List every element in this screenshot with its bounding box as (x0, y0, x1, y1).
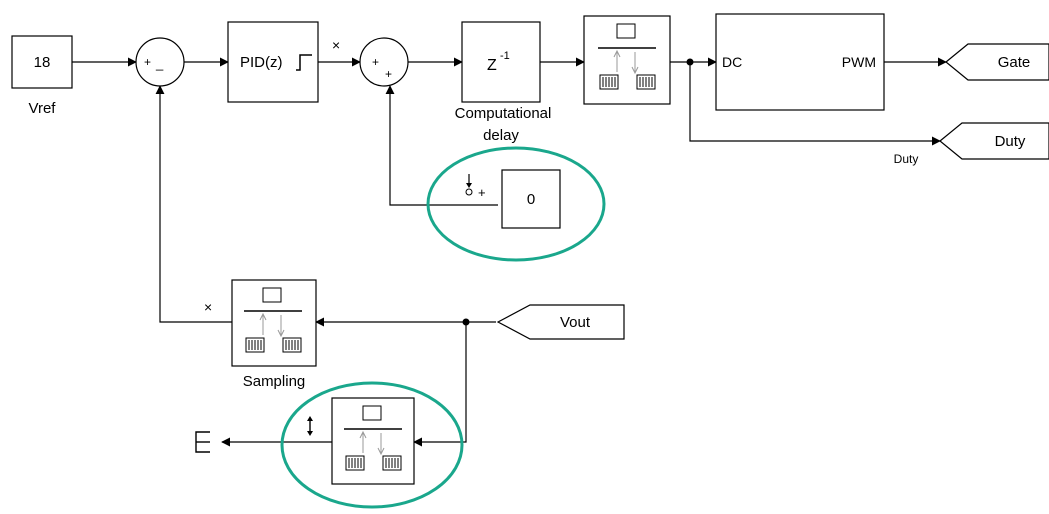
sum1-sign-top: + (144, 55, 151, 69)
rate-transition-icon (344, 405, 402, 471)
saturation-icon (296, 54, 312, 71)
zero-constant-block[interactable] (501, 169, 561, 229)
signal-lines (72, 57, 947, 447)
computational-delay-block[interactable] (461, 21, 541, 103)
delay-caption-line2: delay (483, 127, 519, 144)
pwm-output-label: PWM (842, 54, 876, 70)
bidirectional-arrow-icon (465, 174, 473, 196)
sum2-block[interactable] (359, 37, 409, 87)
goto-gate-label: Gate (998, 54, 1031, 71)
vref-caption: Vref (29, 100, 57, 117)
branch-point-duty (686, 58, 694, 66)
delay-exponent: -1 (500, 50, 510, 62)
highlight-ellipse-zero-constant (426, 146, 606, 262)
sum2-sign-bottom: + (385, 67, 392, 81)
zero-value: 0 (527, 191, 535, 208)
from-vout-label: Vout (560, 314, 591, 331)
from-vout-tag[interactable] (496, 304, 625, 340)
sum1-block[interactable] (135, 37, 185, 87)
terminator-icon[interactable] (195, 431, 210, 453)
rate-transition-icon (598, 23, 656, 90)
delay-caption-line1: Computational (455, 105, 552, 122)
pwm-generator-block[interactable] (715, 13, 885, 111)
goto-duty-label: Duty (995, 133, 1026, 150)
highlight-ellipse-rate-transition (280, 381, 464, 509)
wire-vout-to-rate-transition-2 (413, 322, 467, 447)
sum1-sign-bottom: _ (155, 56, 164, 71)
feedback-x-marker: × (204, 299, 212, 315)
wire-zero-to-sum2 (385, 85, 498, 206)
rate-transition-icon (244, 287, 302, 353)
vref-value: 18 (34, 54, 51, 71)
pid-controller-block[interactable] (227, 21, 319, 103)
pwm-input-label: DC (722, 54, 742, 70)
sum2-sign-left: + (372, 55, 379, 69)
pid-label: PID(z) (240, 54, 283, 71)
saturation-x-marker: × (332, 37, 340, 53)
wire-sampling-to-sum1 (155, 85, 232, 323)
vref-constant-block[interactable] (11, 35, 73, 89)
wire-branch-to-duty (689, 62, 941, 146)
zero-port-sign: + (478, 185, 486, 200)
rate-transition-block-2[interactable] (331, 397, 415, 485)
sampling-caption: Sampling (243, 373, 306, 390)
duty-signal-label: Duty (894, 152, 919, 166)
sampling-rate-transition-block[interactable] (231, 279, 317, 367)
rate-transition-block[interactable] (583, 15, 671, 105)
goto-duty-tag[interactable] (939, 122, 1049, 160)
bidirectional-arrow-icon (307, 416, 313, 436)
goto-gate-tag[interactable] (945, 43, 1049, 81)
delay-z: Z (487, 57, 497, 74)
